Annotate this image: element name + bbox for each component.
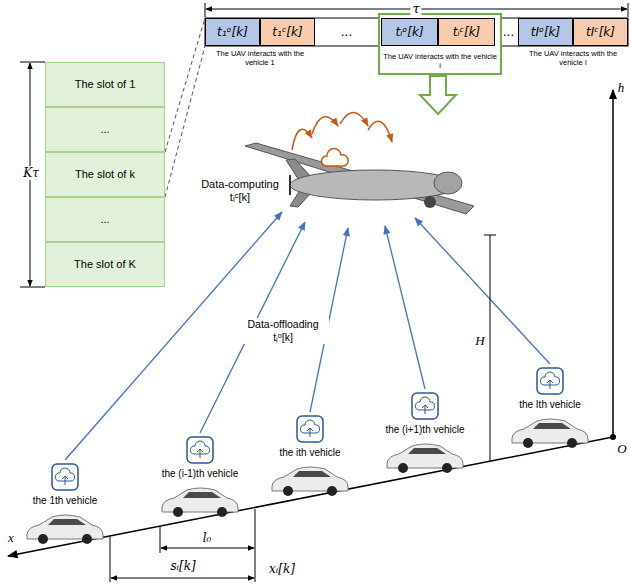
ellipsis: ... bbox=[503, 18, 514, 46]
x-axis bbox=[8, 437, 613, 556]
offload-interval: tIᵒ[k] bbox=[518, 18, 573, 46]
axis-label: x bbox=[8, 530, 14, 545]
interval-symbol: tᵢᵒ[k] bbox=[395, 25, 423, 39]
interval-symbol: t₁ᵒ[k] bbox=[217, 25, 248, 39]
time-slot: ... bbox=[45, 107, 165, 152]
uav-propeller bbox=[289, 175, 291, 195]
h-axis bbox=[612, 90, 614, 437]
vehicle-icon bbox=[52, 464, 78, 490]
tick bbox=[20, 287, 45, 288]
compute-arc bbox=[312, 117, 338, 134]
uav-sensor bbox=[424, 196, 436, 208]
offload-link bbox=[415, 218, 550, 364]
dimension-label: xᵢ[k] bbox=[269, 562, 295, 576]
vehicle-label: the (i-1)th vehicle bbox=[162, 467, 239, 480]
period-symbol: τ bbox=[410, 1, 421, 16]
time-slot: The slot of k bbox=[45, 152, 165, 197]
vehicle-icon bbox=[187, 437, 213, 463]
vehicle-label: the (i+1)th vehicle bbox=[385, 423, 464, 436]
uav-nose bbox=[434, 172, 462, 194]
frame-bar bbox=[205, 18, 628, 46]
dimension-arrow bbox=[111, 578, 254, 579]
highlight-box: The UAV interacts with the vehicle i tᵢᵒ[… bbox=[378, 13, 502, 75]
vehicle bbox=[387, 444, 463, 473]
interval-caption: The UAV interacts with the vehicle I bbox=[518, 49, 628, 67]
vehicle bbox=[512, 419, 588, 448]
tick bbox=[484, 235, 496, 236]
vehicle-label: the ith vehicle bbox=[279, 446, 340, 459]
zoom-line bbox=[165, 18, 205, 152]
slot-name: ... bbox=[100, 213, 109, 226]
compute-arc bbox=[340, 112, 368, 126]
interval-symbol: tIᵒ[k] bbox=[531, 25, 561, 39]
slot-name: ... bbox=[100, 123, 109, 136]
height-label: H bbox=[473, 333, 486, 348]
offload-interval: tᵢᵒ[k] bbox=[381, 18, 438, 46]
interval-symbol: tᵢᶜ[k] bbox=[453, 25, 481, 39]
compute-arc bbox=[292, 129, 312, 150]
compute-interval: tᵢᶜ[k] bbox=[438, 18, 495, 46]
ellipsis: ... bbox=[341, 18, 352, 46]
dimension-label: sᵢ[k] bbox=[170, 559, 195, 573]
slot-name: The slot of k bbox=[75, 168, 135, 181]
origin-dot bbox=[610, 434, 616, 440]
vehicle-icon bbox=[412, 393, 438, 419]
vehicle-label: the Ith vehicle bbox=[519, 398, 581, 411]
zoom-arrow bbox=[420, 76, 456, 114]
vehicle bbox=[272, 467, 348, 496]
vehicle bbox=[27, 515, 103, 544]
offload-link bbox=[385, 226, 425, 389]
interval-caption: The UAV interacts with the vehicle 1 bbox=[205, 49, 315, 67]
axis-label: h bbox=[618, 80, 625, 95]
vehicle-label: the 1th vehicle bbox=[33, 494, 98, 507]
time-slot: The slot of K bbox=[45, 242, 165, 287]
interval-caption: The UAV interacts with the vehicle i bbox=[382, 52, 498, 70]
vehicle-icon bbox=[297, 416, 323, 442]
tick bbox=[205, 3, 206, 17]
time-slot: The slot of 1 bbox=[45, 62, 165, 107]
slot-name: The slot of 1 bbox=[75, 78, 136, 91]
vehicle-icon bbox=[537, 368, 563, 394]
origin-label: O bbox=[617, 441, 626, 456]
time-slot: ... bbox=[45, 197, 165, 242]
tick bbox=[160, 527, 161, 553]
compute-interval: t₁ᶜ[k] bbox=[260, 18, 315, 46]
tick bbox=[255, 509, 256, 582]
zoom-line bbox=[165, 46, 205, 197]
process-label: Data-computing tᵢᶜ[k] bbox=[194, 178, 286, 204]
height-line bbox=[490, 235, 491, 461]
slot-name: The slot of K bbox=[74, 258, 136, 271]
compute-arc bbox=[368, 121, 392, 142]
tick bbox=[20, 62, 45, 63]
dimension-arrow bbox=[161, 548, 254, 549]
interval-symbol: tIᶜ[k] bbox=[586, 25, 615, 39]
process-label: Data-offloading tᵢᵒ[k] bbox=[237, 318, 329, 344]
tick bbox=[628, 3, 629, 17]
offload-interval: t₁ᵒ[k] bbox=[205, 18, 260, 46]
interval-symbol: t₁ᶜ[k] bbox=[272, 25, 302, 39]
tick bbox=[110, 537, 111, 582]
compute-interval: tIᶜ[k] bbox=[573, 18, 628, 46]
vehicle bbox=[162, 488, 238, 517]
dimension-label: l₀ bbox=[203, 531, 212, 545]
cloud-symbol bbox=[321, 148, 348, 166]
duration-label: Kτ bbox=[21, 166, 41, 180]
